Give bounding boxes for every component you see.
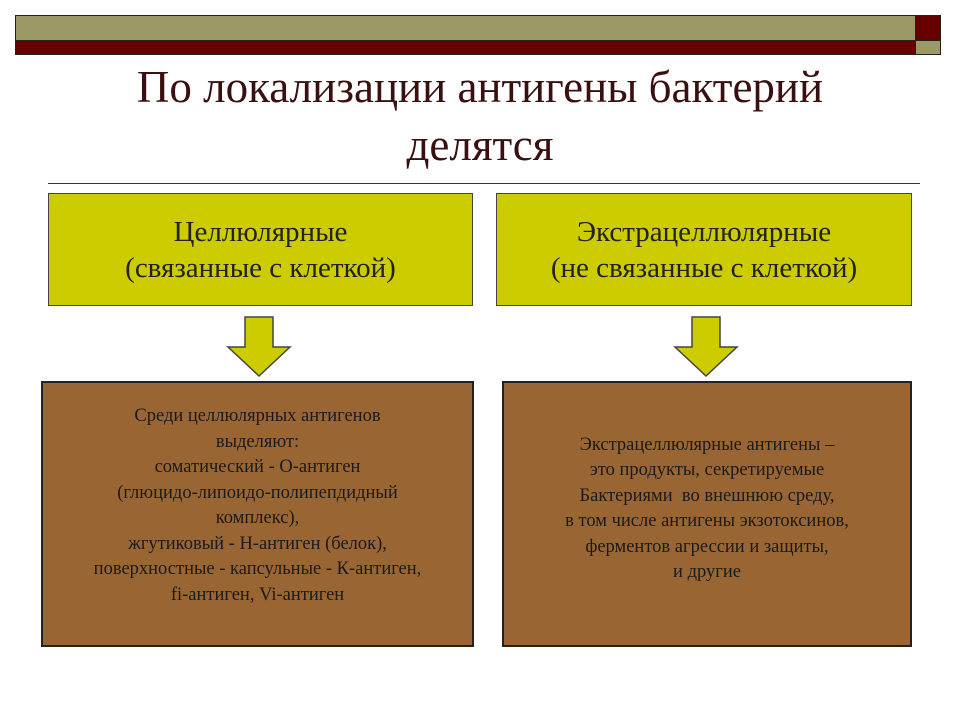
description-line: ферментов агрессии и защиты, — [585, 536, 829, 557]
cellular-header-box: Целлюлярные (связанные с клеткой) — [48, 193, 473, 306]
description-line: и другие — [673, 562, 741, 582]
description-line: Экстрацеллюлярные антигены – — [579, 434, 835, 455]
slide-title: По локализации антигены бактерий делятся — [30, 58, 930, 174]
description-line: fi-антиген, Vi-антиген — [170, 584, 345, 605]
extracellular-header-box: Экстрацеллюлярные (не связанные с клетко… — [496, 193, 912, 306]
down-arrow-icon — [226, 316, 292, 378]
extracellular-description-box: Экстрацеллюлярные антигены – это продукт… — [502, 381, 912, 647]
cellular-header-line-1: Целлюлярные — [173, 215, 348, 248]
description-line: соматический - О-антиген — [154, 457, 361, 477]
description-line: комплекс), — [215, 508, 300, 528]
decor-bar-maroon — [15, 40, 916, 55]
description-line: (глюцидо-липоидо-полипепдидный — [117, 482, 398, 503]
title-line-2: делятся — [406, 120, 554, 170]
decor-square-maroon — [915, 15, 941, 41]
description-line: жгутиковый - Н-антиген (белок), — [128, 533, 387, 554]
down-arrow-icon — [673, 316, 739, 378]
title-line-1: По локализации антигены бактерий — [136, 62, 824, 112]
description-line: в том числе антигены экзотоксинов, — [565, 511, 849, 531]
description-line: выделяют: — [215, 431, 300, 452]
description-line: поверхностные - капсульные - К-антиген, — [93, 559, 422, 579]
decor-square-olive — [915, 40, 941, 55]
description-line: Бактериями во внешнюю среду, — [579, 485, 835, 506]
extracellular-header-line-2: (не связанные с клеткой) — [550, 251, 858, 284]
description-line: это продукты, секретируемые — [589, 460, 825, 480]
decor-bar-olive — [15, 15, 916, 41]
cellular-header-line-2: (связанные с клеткой) — [125, 251, 396, 284]
title-divider — [48, 183, 920, 184]
extracellular-header-line-1: Экстрацеллюлярные — [576, 215, 832, 248]
description-line: Среди целлюлярных антигенов — [134, 406, 381, 426]
cellular-description-box: Среди целлюлярных антигенов выделяют: со… — [41, 381, 474, 647]
